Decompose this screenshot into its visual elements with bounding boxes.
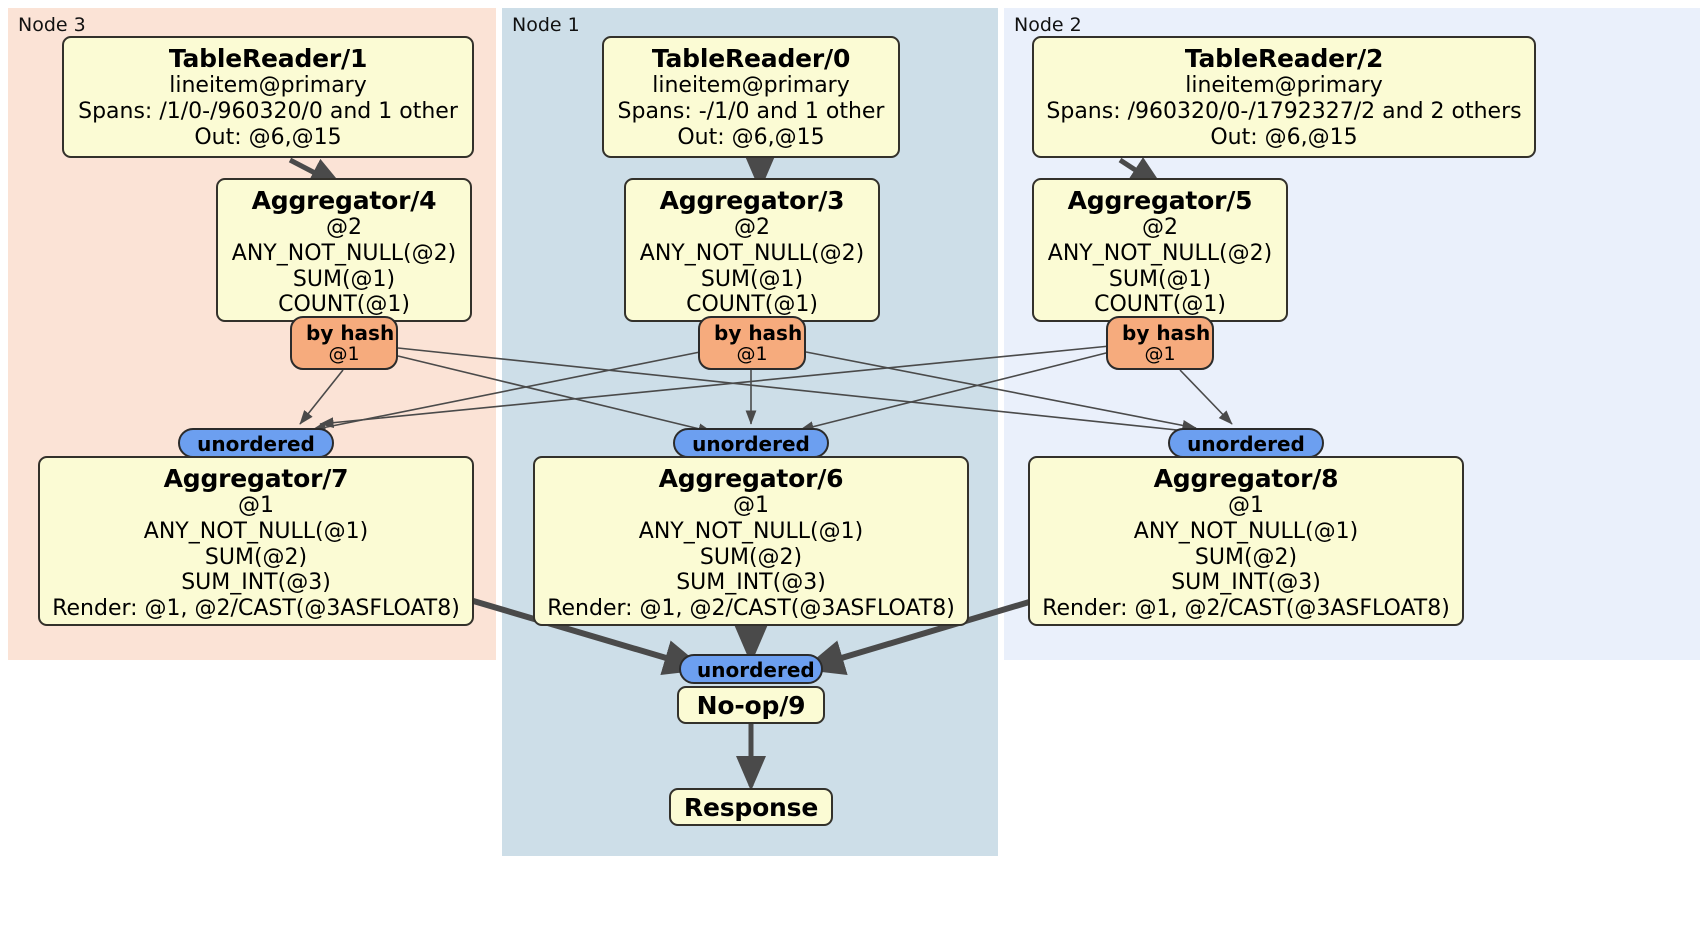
processor-line: COUNT(@1) (1094, 292, 1226, 318)
processor-response[interactable]: Response (669, 788, 833, 826)
processor-line: @2 (1142, 215, 1178, 241)
node-panel-label-node3: Node 3 (18, 14, 86, 36)
processor-title: Aggregator/4 (251, 186, 437, 215)
processor-line: ANY_NOT_NULL(@2) (231, 240, 457, 266)
processor-aggregator-8[interactable]: Aggregator/8 @1 ANY_NOT_NULL(@1) SUM(@2)… (1028, 456, 1464, 626)
router-type-label: by hash (306, 321, 395, 345)
router-column-label: @1 (736, 343, 768, 366)
router-column-label: @1 (328, 343, 360, 366)
processor-line: @1 (1228, 493, 1264, 519)
processor-line: ANY_NOT_NULL(@2) (639, 240, 865, 266)
processor-line: Render: @1, @2/CAST(@3ASFLOAT8) (52, 596, 460, 622)
sync-pill-unordered-center[interactable]: unordered (673, 428, 829, 458)
processor-aggregator-4[interactable]: Aggregator/4 @2 ANY_NOT_NULL(@2) SUM(@1)… (216, 178, 472, 322)
processor-line: ANY_NOT_NULL(@1) (638, 518, 864, 544)
processor-line: lineitem@primary (1185, 73, 1383, 99)
processor-line: @2 (326, 215, 362, 241)
processor-title: No-op/9 (696, 691, 806, 720)
processor-line: COUNT(@1) (686, 292, 818, 318)
processor-title: Aggregator/8 (1153, 464, 1339, 493)
processor-line: ANY_NOT_NULL(@2) (1047, 240, 1273, 266)
processor-noop-9[interactable]: No-op/9 (677, 686, 825, 724)
processor-line: Spans: -/1/0 and 1 other (617, 98, 885, 124)
processor-table-reader-2[interactable]: TableReader/2 lineitem@primary Spans: /9… (1032, 36, 1536, 158)
router-column-label: @1 (1144, 343, 1176, 366)
processor-table-reader-0[interactable]: TableReader/0 lineitem@primary Spans: -/… (602, 36, 900, 158)
processor-line: SUM_INT(@3) (181, 570, 331, 596)
processor-line: Out: @6,@15 (1210, 124, 1358, 150)
processor-aggregator-7[interactable]: Aggregator/7 @1 ANY_NOT_NULL(@1) SUM(@2)… (38, 456, 474, 626)
processor-title: TableReader/0 (651, 44, 851, 73)
processor-line: Render: @1, @2/CAST(@3ASFLOAT8) (547, 596, 955, 622)
processor-line: SUM(@2) (699, 544, 803, 570)
processor-line: SUM_INT(@3) (676, 570, 826, 596)
processor-line: SUM(@1) (700, 266, 804, 292)
sync-pill-unordered-final[interactable]: unordered (679, 654, 823, 684)
processor-title: TableReader/1 (168, 44, 368, 73)
sync-pill-unordered-left[interactable]: unordered (178, 428, 334, 458)
processor-line: @1 (238, 493, 274, 519)
router-pill-by-hash-center[interactable]: by hash @1 (698, 316, 806, 370)
processor-table-reader-1[interactable]: TableReader/1 lineitem@primary Spans: /1… (62, 36, 474, 158)
processor-line: @1 (733, 493, 769, 519)
processor-line: Out: @6,@15 (677, 124, 825, 150)
processor-title: Aggregator/5 (1067, 186, 1253, 215)
processor-line: COUNT(@1) (278, 292, 410, 318)
processor-title: Aggregator/7 (163, 464, 349, 493)
processor-aggregator-6[interactable]: Aggregator/6 @1 ANY_NOT_NULL(@1) SUM(@2)… (533, 456, 969, 626)
processor-line: Spans: /1/0-/960320/0 and 1 other (78, 98, 458, 124)
processor-line: Out: @6,@15 (194, 124, 342, 150)
sync-pill-unordered-right[interactable]: unordered (1168, 428, 1324, 458)
router-type-label: by hash (1122, 321, 1211, 345)
processor-aggregator-5[interactable]: Aggregator/5 @2 ANY_NOT_NULL(@2) SUM(@1)… (1032, 178, 1288, 322)
processor-title: Response (683, 793, 819, 822)
processor-line: Render: @1, @2/CAST(@3ASFLOAT8) (1042, 596, 1450, 622)
processor-line: SUM(@1) (1108, 266, 1212, 292)
processor-line: SUM(@2) (204, 544, 308, 570)
processor-title: Aggregator/6 (658, 464, 844, 493)
processor-aggregator-3[interactable]: Aggregator/3 @2 ANY_NOT_NULL(@2) SUM(@1)… (624, 178, 880, 322)
processor-line: lineitem@primary (169, 73, 367, 99)
router-pill-by-hash-right[interactable]: by hash @1 (1106, 316, 1214, 370)
processor-title: TableReader/2 (1184, 44, 1384, 73)
processor-line: SUM(@2) (1194, 544, 1298, 570)
processor-line: @2 (734, 215, 770, 241)
processor-line: lineitem@primary (652, 73, 850, 99)
processor-line: SUM_INT(@3) (1171, 570, 1321, 596)
router-pill-by-hash-left[interactable]: by hash @1 (290, 316, 398, 370)
processor-line: ANY_NOT_NULL(@1) (1133, 518, 1359, 544)
node-panel-label-node1: Node 1 (512, 14, 580, 36)
node-panel-label-node2: Node 2 (1014, 14, 1082, 36)
processor-line: ANY_NOT_NULL(@1) (143, 518, 369, 544)
processor-line: SUM(@1) (292, 266, 396, 292)
processor-line: Spans: /960320/0-/1792327/2 and 2 others (1046, 98, 1522, 124)
processor-title: Aggregator/3 (659, 186, 845, 215)
router-type-label: by hash (714, 321, 803, 345)
